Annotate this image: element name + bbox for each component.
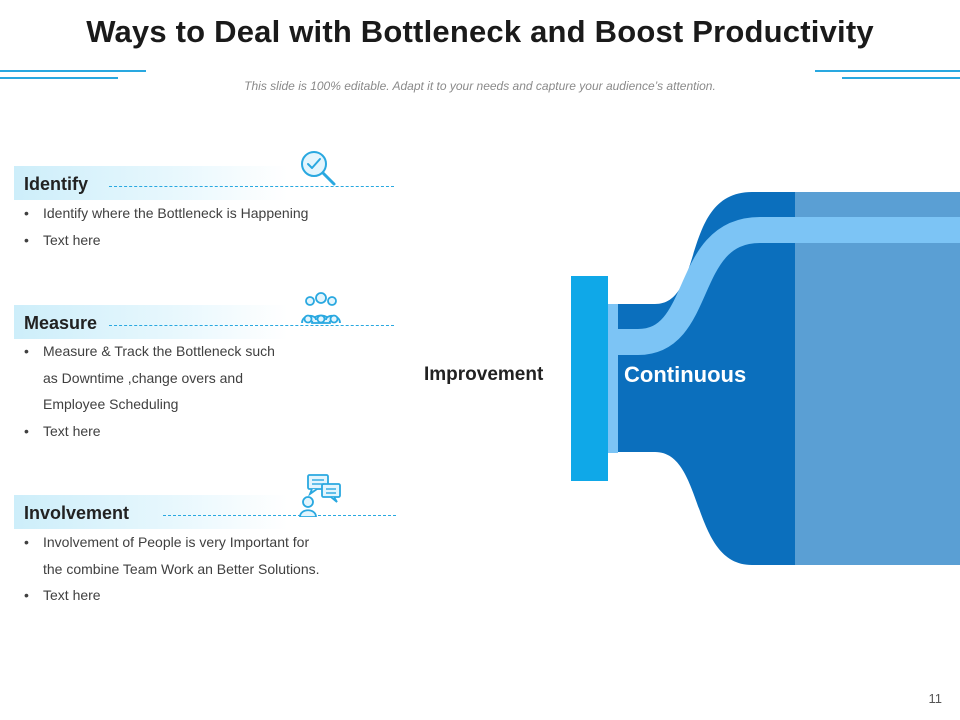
chat-person-icon	[299, 474, 341, 517]
section-header: Identify	[14, 166, 394, 200]
section-header: Measure	[14, 305, 394, 339]
title-rule-right-bottom	[842, 77, 960, 79]
bullet-list: Identify where the Bottleneck is Happeni…	[24, 200, 364, 253]
page-number: 11	[928, 691, 943, 706]
bullet-list: Measure & Track the Bottleneck such as D…	[24, 338, 364, 444]
section-header: Involvement	[14, 495, 396, 529]
diagram-label-continuous: Continuous	[624, 362, 747, 387]
section-involvement: Involvement Involvement of People is ver…	[14, 474, 396, 608]
slide-title: Ways to Deal with Bottleneck and Boost P…	[86, 14, 874, 49]
section-title: Measure	[24, 313, 98, 333]
list-item: the combine Team Work an Better Solution…	[43, 560, 320, 577]
section-divider-line	[163, 515, 396, 516]
team-group-icon	[301, 292, 341, 324]
bottle-neck	[608, 192, 800, 565]
list-item: Text here	[24, 227, 364, 254]
section-measure: Measure Measure & Track the Bottleneck s…	[14, 292, 394, 444]
list-item: Employee Scheduling	[43, 396, 179, 412]
list-item: Involvement of People is very Important …	[24, 529, 364, 556]
diagram-label-improvement: Improvement	[424, 364, 544, 385]
section-divider-line	[109, 186, 394, 187]
section-identify: Identify Identify where the Bottleneck i…	[14, 151, 394, 253]
section-title: Involvement	[24, 503, 130, 523]
bullet-list: Involvement of People is very Important …	[24, 529, 364, 609]
title-rule-left-bottom	[0, 77, 118, 79]
section-divider-line	[109, 325, 394, 326]
list-item: Identify where the Bottleneck is Happeni…	[24, 200, 364, 227]
title-rule-left-top	[0, 70, 146, 72]
bottle-highlight-stripe	[608, 217, 960, 355]
title-rule-right-top	[815, 70, 960, 72]
bottle-body-panel	[795, 192, 960, 565]
section-title: Identify	[24, 174, 89, 194]
magnifier-check-icon	[301, 151, 336, 186]
list-item: Text here	[24, 418, 364, 445]
list-item: as Downtime ,change overs and	[43, 369, 243, 386]
bottle-cap	[571, 276, 608, 481]
list-item: Measure & Track the Bottleneck such	[24, 338, 364, 365]
list-item: Text here	[24, 582, 364, 609]
slide-subtitle: This slide is 100% editable. Adapt it to…	[244, 79, 716, 93]
